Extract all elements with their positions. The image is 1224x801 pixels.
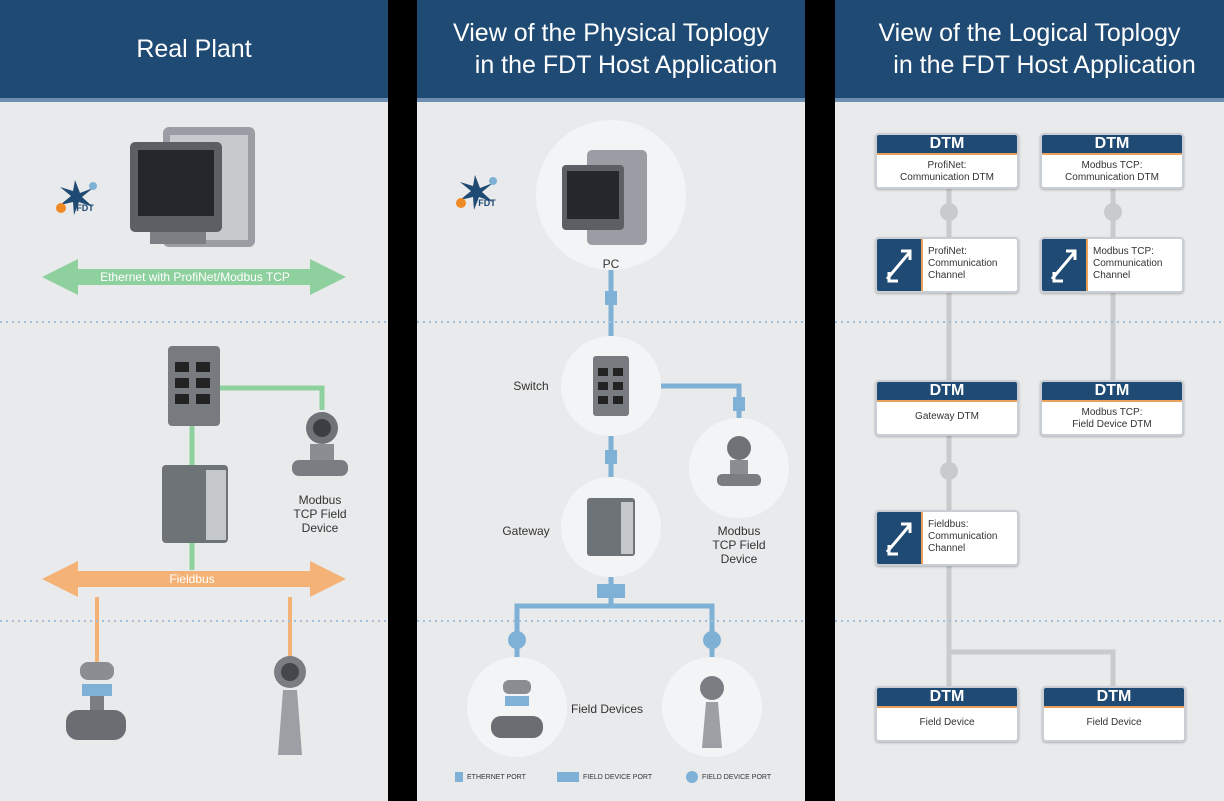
fieldbus-label: Fieldbus — [169, 572, 215, 586]
gateway-label: Gateway — [502, 524, 550, 538]
fieldbus-branch-line — [949, 649, 1116, 686]
real-plant-header: Real Plant — [0, 0, 388, 102]
dtm-heading: DTM — [1044, 688, 1184, 708]
fdt-logo-icon — [56, 180, 97, 215]
fieldbus-communication-channel[interactable]: Fieldbus: Communication Channel — [875, 510, 1019, 566]
dtm-description: Gateway DTM — [915, 411, 979, 422]
channel-label: Modbus TCP: Communication Channel — [1093, 246, 1163, 281]
legend-field-device-port-dot-mark — [686, 771, 698, 783]
dtm-heading: DTM — [877, 135, 1017, 155]
ethernet-label: Ethernet with ProfiNet/Modbus TCP — [100, 270, 290, 284]
profinet-communication-dtm[interactable]: DTM ProfiNet: Communication DTM — [875, 133, 1019, 189]
radar-transmitter-icon — [700, 676, 724, 748]
real-plant-title: Real Plant — [136, 35, 252, 63]
fdt-logo-text: FDT — [478, 198, 496, 208]
modbus-field-device-icon — [717, 436, 761, 486]
tree-node-dot — [1104, 203, 1122, 221]
physical-topology-panel: View of the Physical Toplogy in the FDT … — [417, 0, 805, 801]
logical-title-line2: in the FDT Host Application — [893, 51, 1196, 79]
ethernet-link-switch-modbus — [220, 385, 325, 410]
dtm-heading: DTM — [1042, 135, 1182, 155]
gateway-device-icon — [587, 498, 635, 556]
field-device-dtm-2[interactable]: DTM Field Device — [1042, 686, 1186, 742]
physical-title-line1: View of the Physical Toplogy — [453, 19, 769, 47]
dtm-description: Modbus TCP: Field Device DTM — [1072, 407, 1152, 430]
channel-arrows-icon — [877, 512, 923, 564]
valve-field-device-icon — [66, 662, 126, 740]
channel-label: Fieldbus: Communication Channel — [928, 519, 998, 554]
dtm-heading: DTM — [877, 382, 1017, 402]
fieldbus-arrow — [42, 561, 346, 597]
pc-computer-icon — [562, 150, 647, 245]
field-devices-label: Field Devices — [570, 702, 644, 716]
logical-topology-panel: View of the Logical Toplogy in the FDT H… — [835, 0, 1224, 801]
valve-field-device-icon — [491, 680, 543, 738]
channel-arrows-icon — [877, 239, 923, 291]
real-plant-panel: Real Plant — [0, 0, 388, 801]
ethernet-arrow — [42, 259, 346, 295]
ethernet-port-modbus — [733, 397, 745, 411]
switch-device-icon — [168, 346, 220, 426]
valve-node — [467, 657, 567, 757]
switch-device-icon — [593, 356, 629, 416]
channel-arrows-icon — [1042, 239, 1088, 291]
channel-label: ProfiNet: Communication Channel — [928, 246, 998, 281]
profinet-communication-channel[interactable]: ProfiNet: Communication Channel — [875, 237, 1019, 293]
field-device-dtm-1[interactable]: DTM Field Device — [875, 686, 1019, 742]
logical-topology-header: View of the Logical Toplogy in the FDT H… — [835, 0, 1224, 102]
pc-computer-icon — [130, 127, 255, 247]
dtm-description: Field Device — [1086, 717, 1142, 728]
fdt-logo-icon — [456, 175, 497, 210]
fieldbus-link — [514, 603, 715, 657]
gateway-dtm[interactable]: DTM Gateway DTM — [875, 380, 1019, 436]
field-device-port-valve — [508, 631, 526, 649]
switch-modbus-link — [661, 383, 742, 418]
radar-transmitter-icon — [274, 656, 306, 755]
legend-field-device-port-dot: FIELD DEVICE PORT — [702, 774, 772, 781]
modbus-device-label: Modbus TCP Field Device — [712, 524, 766, 566]
dtm-description: Field Device — [919, 717, 975, 728]
fdt-logo-text: FDT — [76, 203, 94, 213]
ethernet-port-pc — [605, 291, 617, 305]
modbus-field-device-icon — [292, 412, 348, 476]
modbus-communication-channel[interactable]: Modbus TCP: Communication Channel — [1040, 237, 1184, 293]
ethernet-port-switch — [605, 450, 617, 464]
logical-title-line1: View of the Logical Toplogy — [878, 19, 1181, 47]
physical-topology-diagram — [417, 120, 805, 783]
modbus-field-device-dtm[interactable]: DTM Modbus TCP: Field Device DTM — [1040, 380, 1184, 436]
gateway-device-icon — [162, 465, 228, 543]
modbus-communication-dtm[interactable]: DTM Modbus TCP: Communication DTM — [1040, 133, 1184, 189]
field-device-port-transmitter — [703, 631, 721, 649]
physical-topology-header: View of the Physical Toplogy in the FDT … — [417, 0, 805, 102]
legend-ethernet-port-mark — [455, 772, 463, 782]
legend-field-device-port-bar: FIELD DEVICE PORT — [583, 774, 653, 781]
modbus-device-label: Modbus TCP Field Device — [293, 493, 347, 535]
field-device-port-gateway — [597, 584, 625, 598]
dtm-description: ProfiNet: Communication DTM — [900, 160, 994, 183]
legend-ethernet-port: ETHERNET PORT — [467, 774, 526, 781]
switch-label: Switch — [513, 379, 549, 393]
tree-node-dot — [940, 203, 958, 221]
dtm-description: Modbus TCP: Communication DTM — [1065, 160, 1159, 183]
dtm-heading: DTM — [877, 688, 1017, 708]
pc-label: PC — [602, 257, 620, 271]
legend-field-device-port-bar-mark — [557, 772, 579, 782]
dtm-heading: DTM — [1042, 382, 1182, 402]
physical-title-line2: in the FDT Host Application — [474, 51, 778, 79]
tree-node-dot — [940, 462, 958, 480]
real-plant-diagram — [0, 127, 388, 755]
